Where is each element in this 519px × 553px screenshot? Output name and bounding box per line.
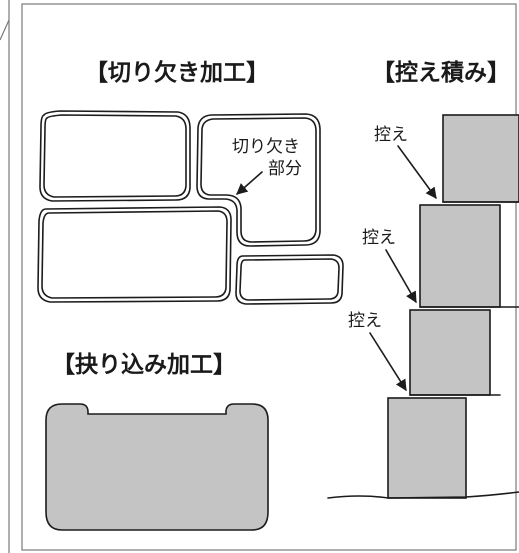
notch-pointer-arrow	[236, 171, 263, 195]
ground-line	[327, 491, 519, 499]
batter-stone-1	[442, 114, 519, 203]
batter-stone-3	[409, 309, 491, 396]
notch-part-label-line2: 部分	[268, 159, 302, 179]
batter-stones	[327, 114, 519, 499]
hikae-arrow-1	[397, 145, 437, 199]
batter-stacking-title: 【控え積み】	[372, 59, 510, 86]
hikae-label-3: 控え	[348, 311, 382, 331]
notch-stones	[37, 110, 344, 305]
notch-part-label-line1: 切り欠き	[232, 137, 300, 157]
batter-stone-4	[387, 397, 467, 499]
hikae-label-1: 控え	[374, 125, 408, 145]
hikae-arrow-2	[385, 249, 417, 303]
notch-processing-title: 【切り欠き加工】	[85, 59, 269, 86]
gouge-stone	[45, 403, 269, 531]
hikae-arrow-3	[369, 332, 407, 391]
batter-stone-2	[419, 204, 501, 308]
hikae-label-2: 控え	[362, 228, 396, 248]
gouge-processing-title: 【抉り込み加工】	[52, 352, 236, 378]
